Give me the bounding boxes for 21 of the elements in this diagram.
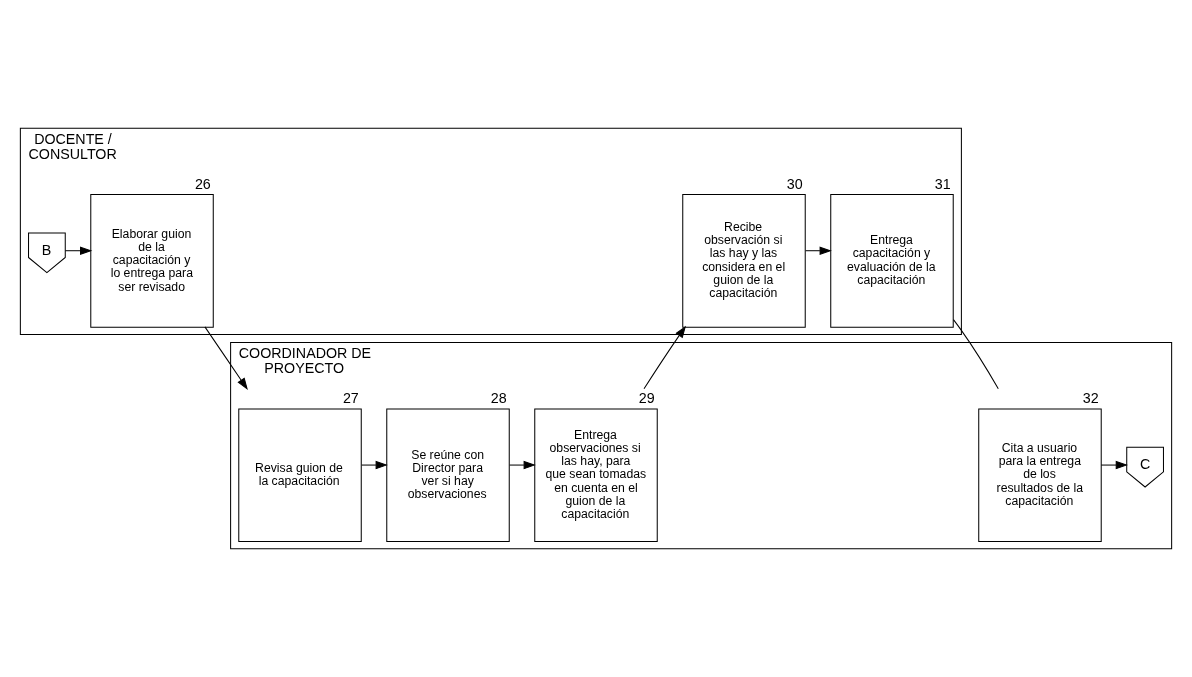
arrow [1100, 460, 1128, 470]
node-label: 31 [934, 175, 951, 192]
node-label: 29 [638, 390, 655, 406]
node-label: 30 [786, 175, 803, 192]
node-label: 28 [490, 390, 507, 406]
arrow [204, 326, 248, 391]
node-box: Elaborar guion de la capacitación y lo entrega para ser revisado [90, 194, 214, 328]
arrow [509, 460, 536, 470]
arrow [64, 246, 93, 255]
node-label: 26 [194, 175, 211, 192]
node-box: Entrega observaciones si las hay, para que sean tomadas en cuenta en el guion de la capacitación [534, 408, 658, 543]
connector [952, 319, 999, 390]
arrow [643, 325, 687, 390]
node-box: Cita a usuario para la entrega de los resultados de la capacitación [978, 408, 1102, 543]
node-box: Revisa guion de la capacitación [238, 408, 362, 543]
node-label: 27 [342, 390, 359, 406]
node-label: 32 [1082, 390, 1099, 406]
arrow [361, 460, 388, 470]
node-box: Se reúne con Director para ver si hay observaciones [386, 408, 510, 543]
node-box: Recibe observación si las hay y las considera en el guion de la capacitación [682, 194, 806, 328]
node-box: Entrega capacitación y evaluación de la capacitación [830, 194, 954, 328]
